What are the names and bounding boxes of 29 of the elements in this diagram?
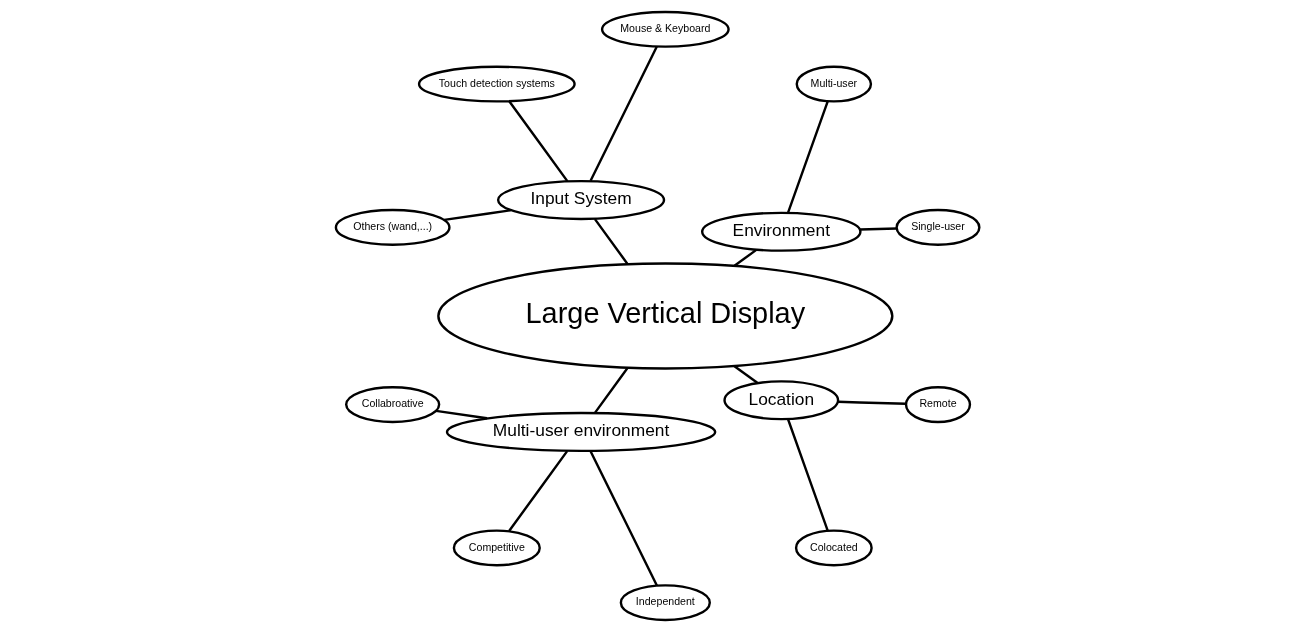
connector	[733, 365, 758, 384]
node-ellipse: Single-user	[894, 208, 981, 246]
connector	[786, 101, 829, 213]
connector	[593, 367, 629, 414]
connector	[786, 418, 829, 531]
connector	[435, 409, 487, 420]
node-ellipse: Collabroative	[344, 386, 440, 424]
node-ellipse: Input System	[496, 179, 665, 221]
node-ellipse: Touch detection systems	[417, 65, 576, 103]
connector	[589, 450, 658, 587]
node-ellipse: Large Vertical Display	[436, 262, 893, 370]
connector	[507, 100, 568, 182]
node-ellipse: Location	[722, 380, 839, 421]
node-ellipse: Multi-user	[795, 65, 872, 103]
node-ellipse: Remote	[904, 386, 971, 424]
node-ellipse: Mouse & Keyboard	[600, 10, 730, 48]
node-ellipse: Environment	[700, 211, 862, 252]
node-ellipse: Multi-user environment	[445, 411, 716, 453]
connector	[443, 209, 511, 222]
connector	[733, 248, 757, 267]
node-ellipse: Colocated	[794, 529, 873, 567]
connector	[507, 450, 568, 532]
connector	[859, 227, 897, 231]
connector	[589, 46, 658, 182]
node-ellipse: Others (wand,...)	[334, 208, 451, 246]
node-ellipse: Competitive	[452, 529, 541, 567]
connector	[837, 400, 906, 405]
node-ellipse: Independent	[619, 584, 711, 622]
connector	[593, 218, 629, 265]
